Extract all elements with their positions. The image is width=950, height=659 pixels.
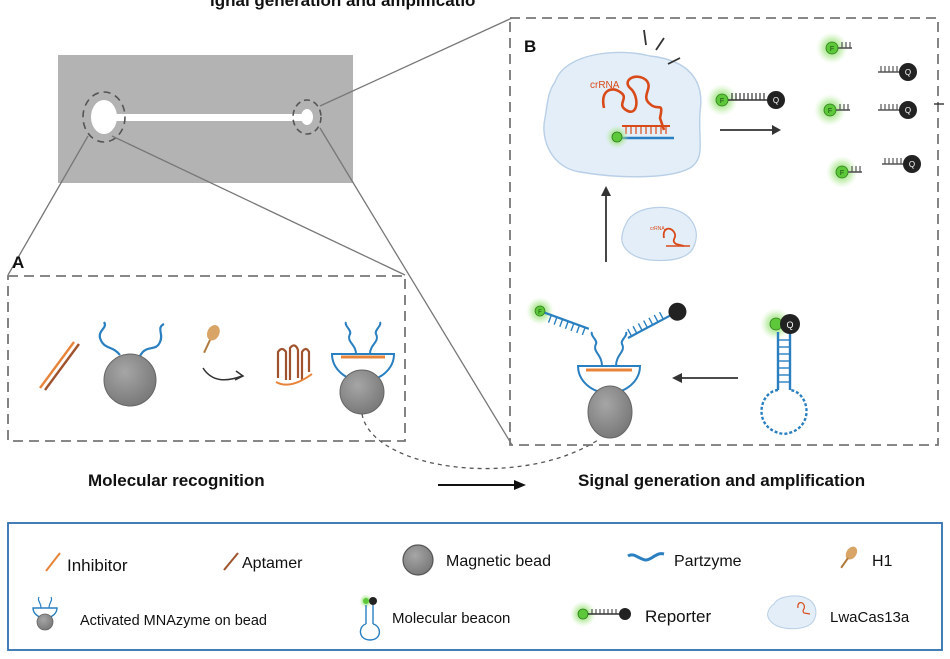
- legend-item-lwacas13a: LwaCas13a: [767, 595, 910, 630]
- mnazyme-cleavage: F Q: [526, 293, 687, 439]
- legend-label-h1: H1: [872, 553, 893, 570]
- reporter-icon: [570, 601, 631, 627]
- center-arrow: [514, 480, 526, 490]
- crrna-label: crRNA: [590, 80, 620, 91]
- svg-text:Q: Q: [905, 68, 911, 77]
- legend-item-aptamer: Aptamer: [223, 552, 303, 572]
- cas13a-small: [621, 206, 697, 262]
- mnazyme-bead-icon: [32, 596, 58, 631]
- svg-text:F: F: [720, 98, 724, 105]
- cleaved-reporters: F Q F Q F Q: [813, 31, 944, 189]
- svg-text:F: F: [830, 46, 834, 53]
- header-partial-text: ignal generation and amplificatio: [210, 0, 475, 10]
- caption-molecular-recognition: Molecular recognition: [88, 471, 265, 490]
- lwacas13a-icon: [767, 595, 817, 630]
- legend-label-aptamer: Aptamer: [242, 555, 303, 572]
- legend-item-reporter: Reporter: [570, 601, 711, 627]
- outlet-zoom-circle: [292, 99, 322, 135]
- molecular-beacon: Q: [760, 308, 808, 436]
- caption-signal-generation: Signal generation and amplification: [578, 471, 865, 490]
- svg-text:Q: Q: [786, 320, 793, 330]
- legend-box: Inhibitor Aptamer Magnetic bead Partzyme…: [7, 522, 943, 651]
- zoom-lines: [7, 17, 513, 446]
- legend-label-molecular-beacon: Molecular beacon: [392, 610, 510, 627]
- legend-label-inhibitor: Inhibitor: [67, 556, 128, 575]
- svg-text:Q: Q: [909, 160, 915, 169]
- inhibitor-icon: [45, 552, 61, 572]
- molecular-beacon-icon: [359, 594, 381, 641]
- svg-text:Q: Q: [773, 96, 779, 105]
- legend-label-mnazyme: Activated MNAzyme on bead: [80, 613, 267, 629]
- legend-item-magnetic-bead: Magnetic bead: [402, 544, 551, 576]
- panel-a: A: [7, 253, 406, 442]
- aptamer-icon: [223, 552, 239, 571]
- legend-item-inhibitor: Inhibitor: [45, 552, 128, 575]
- inhibitor-strand: [39, 341, 75, 389]
- connector-curve: [361, 413, 599, 470]
- legend-label-reporter: Reporter: [645, 607, 711, 626]
- aptamer-strand: [44, 343, 80, 391]
- svg-text:F: F: [840, 170, 844, 177]
- crrna-loop: [601, 75, 666, 131]
- partzyme-icon: [627, 552, 665, 562]
- legend-label-magnetic-bead: Magnetic bead: [446, 553, 551, 570]
- folded-aptamer: [276, 344, 311, 380]
- svg-text:F: F: [828, 108, 832, 115]
- inlet-zoom-circle: [82, 91, 126, 143]
- microfluidic-chip: [58, 55, 353, 183]
- panel-b: B crRNA F Q F Q F: [509, 17, 944, 446]
- magnetic-bead: [103, 353, 157, 407]
- legend-item-h1: H1: [840, 546, 893, 570]
- svg-text:crRNA: crRNA: [650, 226, 665, 232]
- magnetic-bead-icon: [402, 544, 434, 576]
- cas13a-large: [543, 51, 702, 178]
- legend-item-partzyme: Partzyme: [627, 552, 742, 570]
- svg-text:F: F: [538, 310, 542, 316]
- legend-label-lwacas13a: LwaCas13a: [830, 609, 910, 626]
- panel-a-label: A: [12, 253, 24, 272]
- svg-text:Q: Q: [905, 106, 911, 115]
- panel-b-label: B: [524, 37, 536, 56]
- legend-item-molecular-beacon: Molecular beacon: [359, 594, 510, 641]
- h1-icon: [840, 546, 858, 569]
- h1-probe: [203, 325, 220, 354]
- svg-text:Q: Q: [674, 293, 680, 302]
- legend-label-partzyme: Partzyme: [674, 553, 742, 570]
- legend-item-mnazyme: Activated MNAzyme on bead: [32, 596, 267, 631]
